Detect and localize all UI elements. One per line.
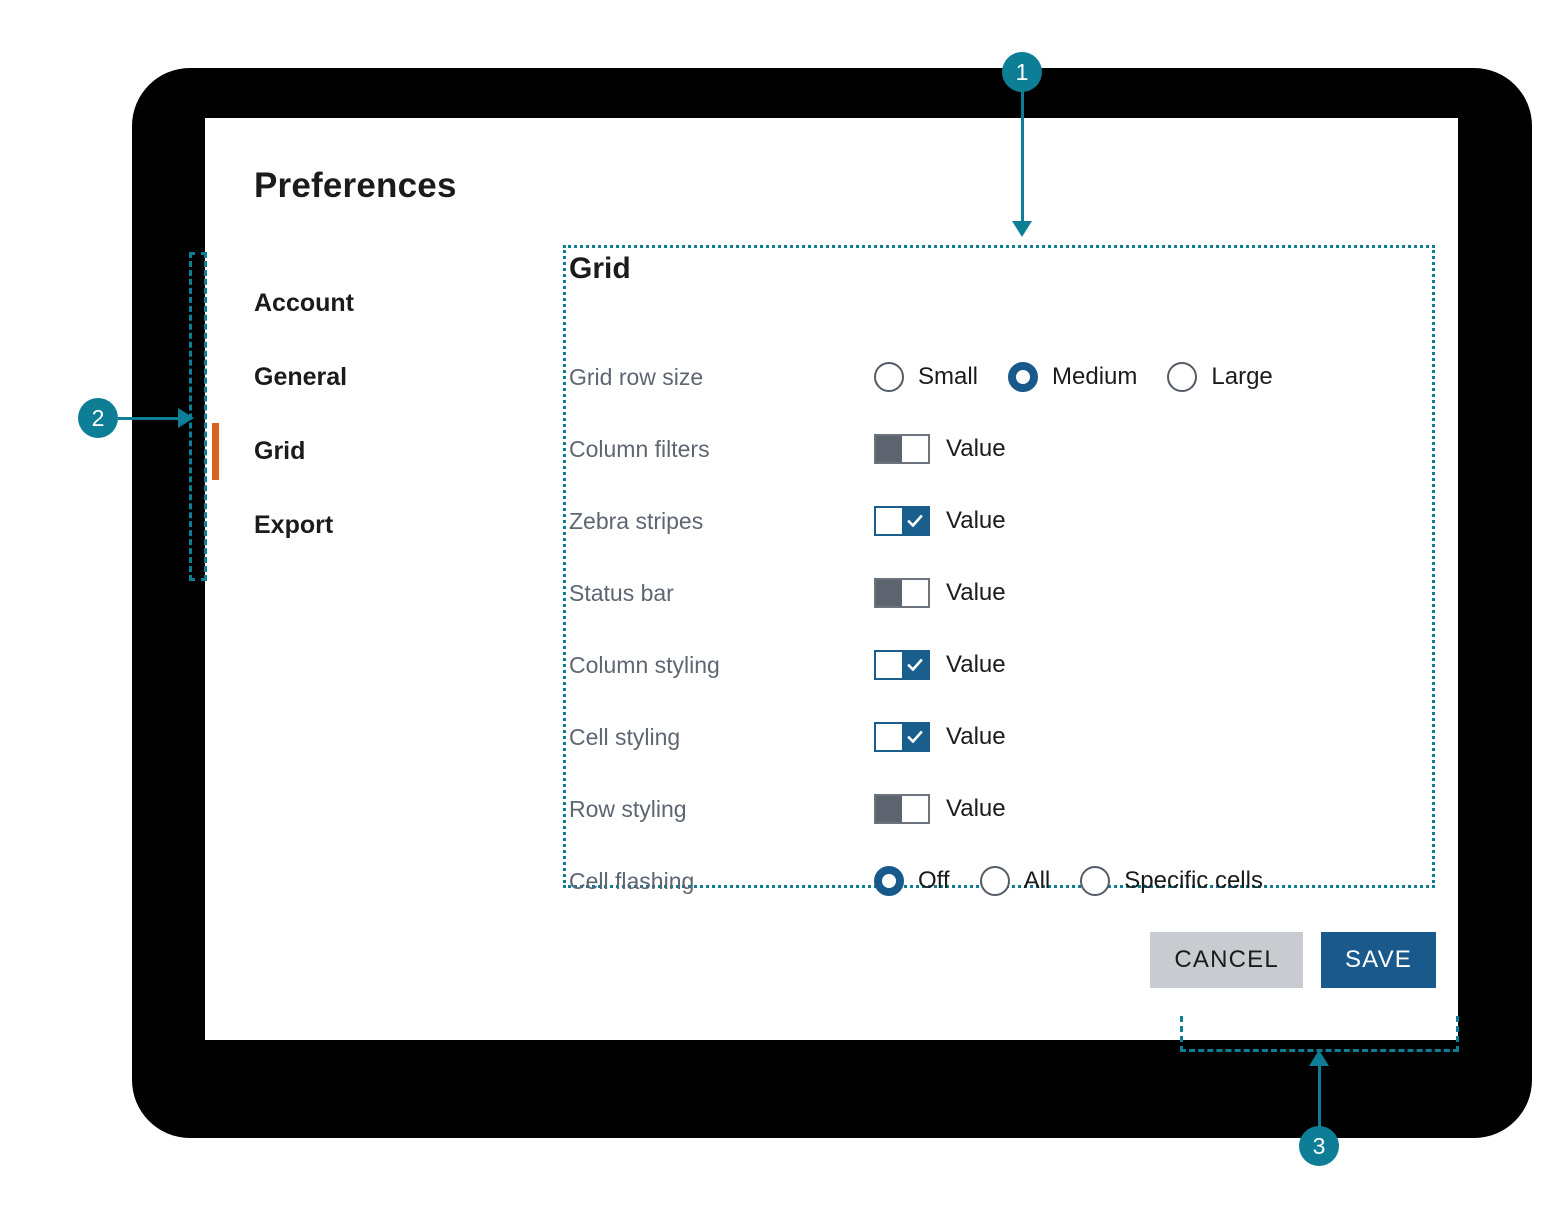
- toggle-track: [902, 580, 928, 606]
- annotation-marker-2: 2: [78, 398, 118, 438]
- setting-label: Cell flashing: [569, 867, 695, 894]
- annotation-highlight-footer: [1180, 1016, 1459, 1052]
- settings-rows: Grid row size Small Medium Large: [569, 341, 1432, 917]
- toggle-cell-styling[interactable]: [874, 722, 930, 752]
- setting-control: Value: [874, 578, 1006, 608]
- annotation-arrowhead-2: [178, 408, 194, 428]
- radio-option-all[interactable]: All: [979, 866, 1051, 896]
- setting-row-cell-styling: Cell styling Value: [569, 701, 1432, 773]
- radio-label: Large: [1211, 363, 1273, 390]
- setting-label: Column filters: [569, 435, 710, 462]
- annotation-line-2: [118, 417, 180, 420]
- radio-option-off[interactable]: Off: [874, 866, 950, 896]
- radio-label: Medium: [1052, 363, 1138, 390]
- sidebar: Account General Grid Export: [212, 266, 504, 562]
- toggle-value-label: Value: [946, 507, 1006, 534]
- setting-control: Value: [874, 434, 1006, 464]
- save-button[interactable]: SAVE: [1320, 932, 1436, 988]
- sidebar-item-general[interactable]: General: [254, 340, 504, 414]
- radio-icon: [1080, 866, 1111, 896]
- radio-icon: [1167, 362, 1198, 392]
- sidebar-item-export[interactable]: Export: [254, 488, 504, 562]
- radio-icon: [874, 866, 904, 896]
- setting-control: Value: [874, 506, 1006, 536]
- setting-label: Cell styling: [569, 723, 681, 750]
- setting-label: Row styling: [569, 795, 687, 822]
- toggle-knob-icon: [876, 580, 902, 606]
- setting-row-row-styling: Row styling Value: [569, 773, 1432, 845]
- grid-settings-panel: Grid Grid row size Small Medium: [563, 245, 1435, 896]
- setting-row-column-styling: Column styling Value: [569, 629, 1432, 701]
- setting-control: Value: [874, 794, 1006, 824]
- setting-control: Value: [874, 722, 1006, 752]
- radio-group-cell-flashing: Off All Specific cells: [874, 866, 1263, 896]
- radio-label: Small: [918, 363, 979, 390]
- setting-row-status-bar: Status bar Value: [569, 557, 1432, 629]
- sidebar-item-label: Account: [254, 288, 354, 317]
- setting-control: Value: [874, 650, 1006, 680]
- toggle-track: [902, 436, 928, 462]
- toggle-track: [902, 796, 928, 822]
- toggle-knob-check-icon: [902, 652, 928, 678]
- annotation-line-1: [1021, 90, 1024, 221]
- toggle-value-label: Value: [946, 579, 1006, 606]
- setting-label: Column styling: [569, 651, 720, 678]
- radio-label: Specific cells: [1124, 867, 1263, 894]
- annotation-marker-3: 3: [1299, 1126, 1339, 1166]
- toggle-value-label: Value: [946, 651, 1006, 678]
- sidebar-item-label: General: [254, 362, 348, 391]
- sidebar-item-account[interactable]: Account: [254, 266, 504, 340]
- toggle-value-label: Value: [946, 795, 1006, 822]
- dialog-footer: CANCEL SAVE: [1150, 932, 1436, 988]
- radio-option-small[interactable]: Small: [874, 362, 978, 392]
- radio-option-specific-cells[interactable]: Specific cells: [1080, 866, 1263, 896]
- toggle-track: [876, 724, 902, 750]
- toggle-status-bar[interactable]: [874, 578, 930, 608]
- preferences-dialog: Preferences Account General Grid Export …: [205, 118, 1458, 1040]
- setting-row-zebra-stripes: Zebra stripes Value: [569, 485, 1432, 557]
- toggle-track: [876, 508, 902, 534]
- toggle-knob-icon: [876, 436, 902, 462]
- page-title: Preferences: [254, 166, 457, 205]
- toggle-track: [876, 652, 902, 678]
- annotation-arrowhead-1: [1012, 221, 1032, 237]
- sidebar-item-label: Grid: [254, 436, 306, 465]
- toggle-value-label: Value: [946, 723, 1006, 750]
- sidebar-item-label: Export: [254, 510, 334, 539]
- setting-row-cell-flashing: Cell flashing Off All Specific cells: [569, 845, 1432, 917]
- annotation-marker-1: 1: [1002, 52, 1042, 92]
- radio-icon: [874, 362, 904, 392]
- setting-row-column-filters: Column filters Value: [569, 413, 1432, 485]
- cancel-button[interactable]: CANCEL: [1150, 932, 1303, 988]
- toggle-knob-check-icon: [902, 508, 928, 534]
- toggle-zebra-stripes[interactable]: [874, 506, 930, 536]
- radio-group-grid-row-size: Small Medium Large: [874, 362, 1273, 392]
- annotation-line-3: [1318, 1063, 1321, 1129]
- setting-row-grid-row-size: Grid row size Small Medium Large: [569, 341, 1432, 413]
- toggle-column-styling[interactable]: [874, 650, 930, 680]
- toggle-value-label: Value: [946, 435, 1006, 462]
- active-indicator-bar: [212, 423, 219, 480]
- radio-icon: [979, 866, 1010, 896]
- toggle-row-styling[interactable]: [874, 794, 930, 824]
- setting-label: Status bar: [569, 579, 674, 606]
- radio-label: All: [1023, 867, 1051, 894]
- radio-option-medium[interactable]: Medium: [1008, 362, 1137, 392]
- radio-label: Off: [918, 867, 950, 894]
- sidebar-item-grid[interactable]: Grid: [212, 414, 504, 488]
- setting-label: Grid row size: [569, 363, 704, 390]
- radio-icon: [1008, 362, 1039, 392]
- toggle-column-filters[interactable]: [874, 434, 930, 464]
- section-title: Grid: [569, 252, 631, 285]
- setting-label: Zebra stripes: [569, 507, 704, 534]
- toggle-knob-check-icon: [902, 724, 928, 750]
- annotation-arrowhead-3: [1309, 1050, 1329, 1066]
- toggle-knob-icon: [876, 796, 902, 822]
- radio-option-large[interactable]: Large: [1167, 362, 1273, 392]
